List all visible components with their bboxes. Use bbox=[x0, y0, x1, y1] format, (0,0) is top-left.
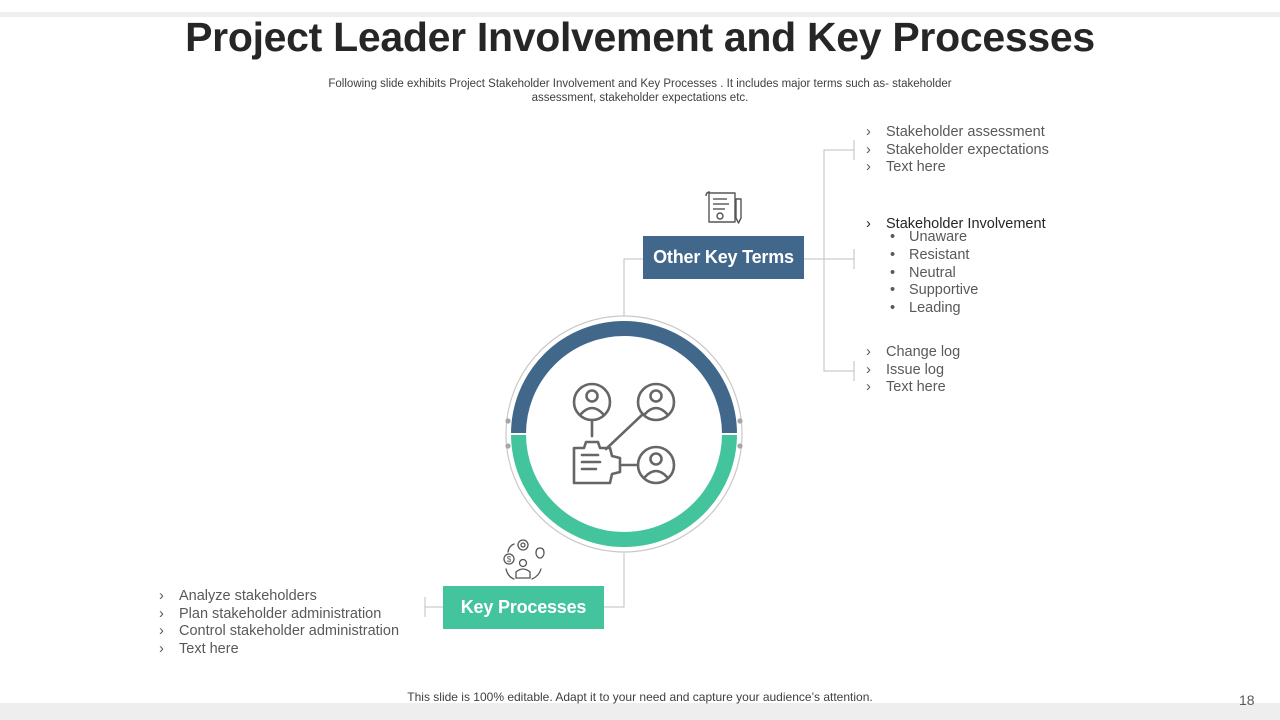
page-number: 18 bbox=[1239, 692, 1255, 708]
list-item: Supportive bbox=[889, 282, 978, 300]
list-item: Analyze stakeholders bbox=[159, 588, 399, 606]
list-item: Change log bbox=[866, 344, 960, 362]
list-item: Text here bbox=[159, 641, 399, 659]
list-item: Unaware bbox=[889, 229, 978, 247]
list-item: Control stakeholder administration bbox=[159, 623, 399, 641]
list-item: Issue log bbox=[866, 362, 960, 380]
involvement-levels-list: Unaware Resistant Neutral Supportive Lea… bbox=[889, 229, 978, 318]
footer-note: This slide is 100% editable. Adapt it to… bbox=[407, 690, 873, 704]
slide-title: Project Leader Involvement and Key Proce… bbox=[185, 14, 1095, 60]
person-gear-ideas-icon: $ bbox=[503, 539, 545, 580]
stakeholder-involvement-heading: Stakeholder Involvement bbox=[866, 216, 1046, 232]
ring-bottom-green bbox=[511, 433, 737, 547]
key-processes-list: Analyze stakeholders Plan stakeholder ad… bbox=[159, 588, 399, 658]
list-item: Stakeholder expectations bbox=[866, 142, 1049, 160]
list-item: Resistant bbox=[889, 247, 978, 265]
list-item: Stakeholder assessment bbox=[866, 124, 1049, 142]
document-pen-icon bbox=[705, 191, 742, 224]
svg-text:$: $ bbox=[507, 555, 512, 564]
list-item: Neutral bbox=[889, 265, 978, 283]
list-item: Leading bbox=[889, 300, 978, 318]
stakeholder-network-icon bbox=[572, 382, 676, 485]
list-item: Text here bbox=[866, 379, 960, 397]
ring-top-blue bbox=[511, 321, 737, 435]
key-terms-list-3: Change log Issue log Text here bbox=[866, 344, 960, 397]
key-terms-list-1: Stakeholder assessment Stakeholder expec… bbox=[866, 124, 1049, 177]
bottom-bar bbox=[0, 703, 1280, 720]
list-item: Text here bbox=[866, 159, 1049, 177]
other-key-terms-box: Other Key Terms bbox=[643, 236, 804, 279]
top-bar bbox=[0, 0, 1280, 12]
slide-subtitle: Following slide exhibits Project Stakeho… bbox=[328, 78, 952, 104]
connector-lines bbox=[424, 140, 855, 617]
list-item: Plan stakeholder administration bbox=[159, 606, 399, 624]
key-processes-box: Key Processes bbox=[443, 586, 604, 629]
outer-ring bbox=[505, 315, 743, 553]
top-strip bbox=[0, 12, 1280, 17]
